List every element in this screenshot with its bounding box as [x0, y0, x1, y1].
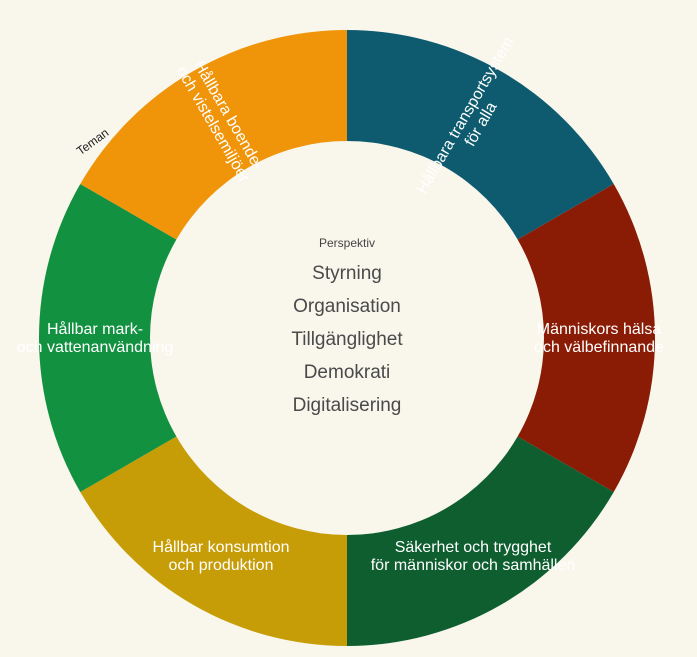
center-perspectives: Perspektiv Styrning Organisation Tillgän… — [291, 236, 403, 416]
center-title: Perspektiv — [319, 236, 375, 250]
theme-label-line: och välbefinnande — [534, 339, 664, 356]
theme-label-line: Hållbar konsumtion — [153, 538, 290, 556]
perspective-item: Digitalisering — [293, 395, 402, 416]
perspective-item: Tillgänglighet — [291, 329, 403, 350]
theme-label-line: och vattenanvändning — [17, 339, 174, 356]
theme-segment — [80, 436, 348, 646]
theme-label-line: Hållbar mark- — [47, 320, 143, 338]
perspective-item: Organisation — [293, 296, 401, 317]
theme-segment — [80, 30, 348, 240]
theme-segment — [517, 184, 655, 492]
theme-segment — [347, 30, 614, 240]
perspective-item: Demokrati — [304, 362, 391, 383]
theme-segment — [39, 184, 177, 492]
theme-label-line: och produktion — [169, 557, 274, 574]
perspective-item: Styrning — [312, 263, 382, 284]
theme-label-line: Säkerhet och trygghet — [395, 539, 552, 556]
theme-label-line: för människor och samhällen — [371, 557, 576, 574]
theme-segments — [39, 30, 655, 646]
theme-label-line: Människors hälsa — [537, 321, 662, 338]
theme-segment — [347, 436, 614, 646]
theme-label: Hållbar mark-och vattenanvändning — [17, 320, 174, 356]
